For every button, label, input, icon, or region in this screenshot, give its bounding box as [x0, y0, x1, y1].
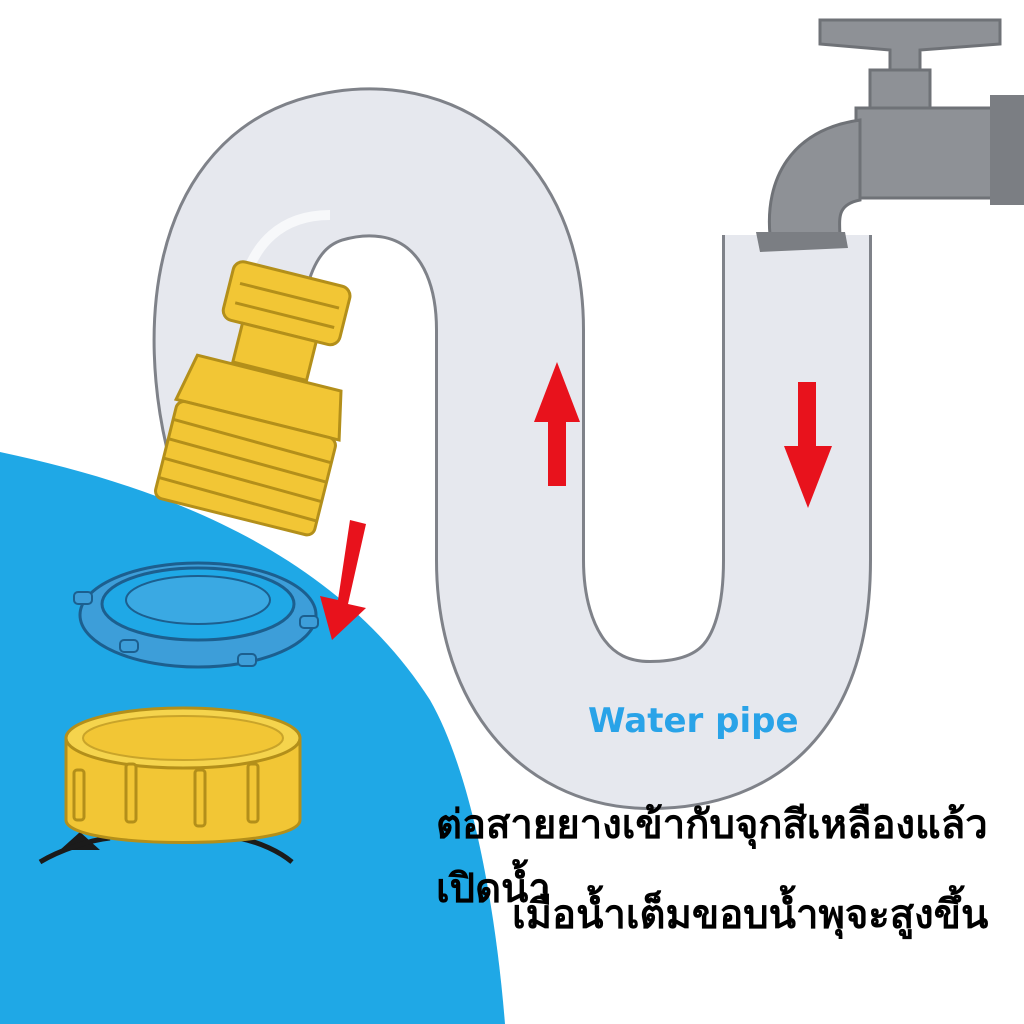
caption-line-2: เมื่อน้ำเต็มขอบน้ำพุจะสูงขึ้น: [512, 892, 989, 938]
pipe-label: Water pipe: [588, 701, 799, 741]
rubber-washer-icon: [73, 561, 319, 669]
water-tap-icon: [756, 18, 1024, 252]
caption-line-1: ต่อสายยางเข้ากับจุกสีเหลืองแล้วเปิดน้ำ: [436, 802, 988, 912]
yellow-cap-icon: [38, 706, 302, 865]
flow-up-arrow-icon: [534, 362, 580, 486]
flow-down-arrow-icon: [784, 382, 832, 508]
flow-down-arrow-icon: [320, 520, 366, 640]
brass-hose-connector-icon: [154, 260, 352, 537]
